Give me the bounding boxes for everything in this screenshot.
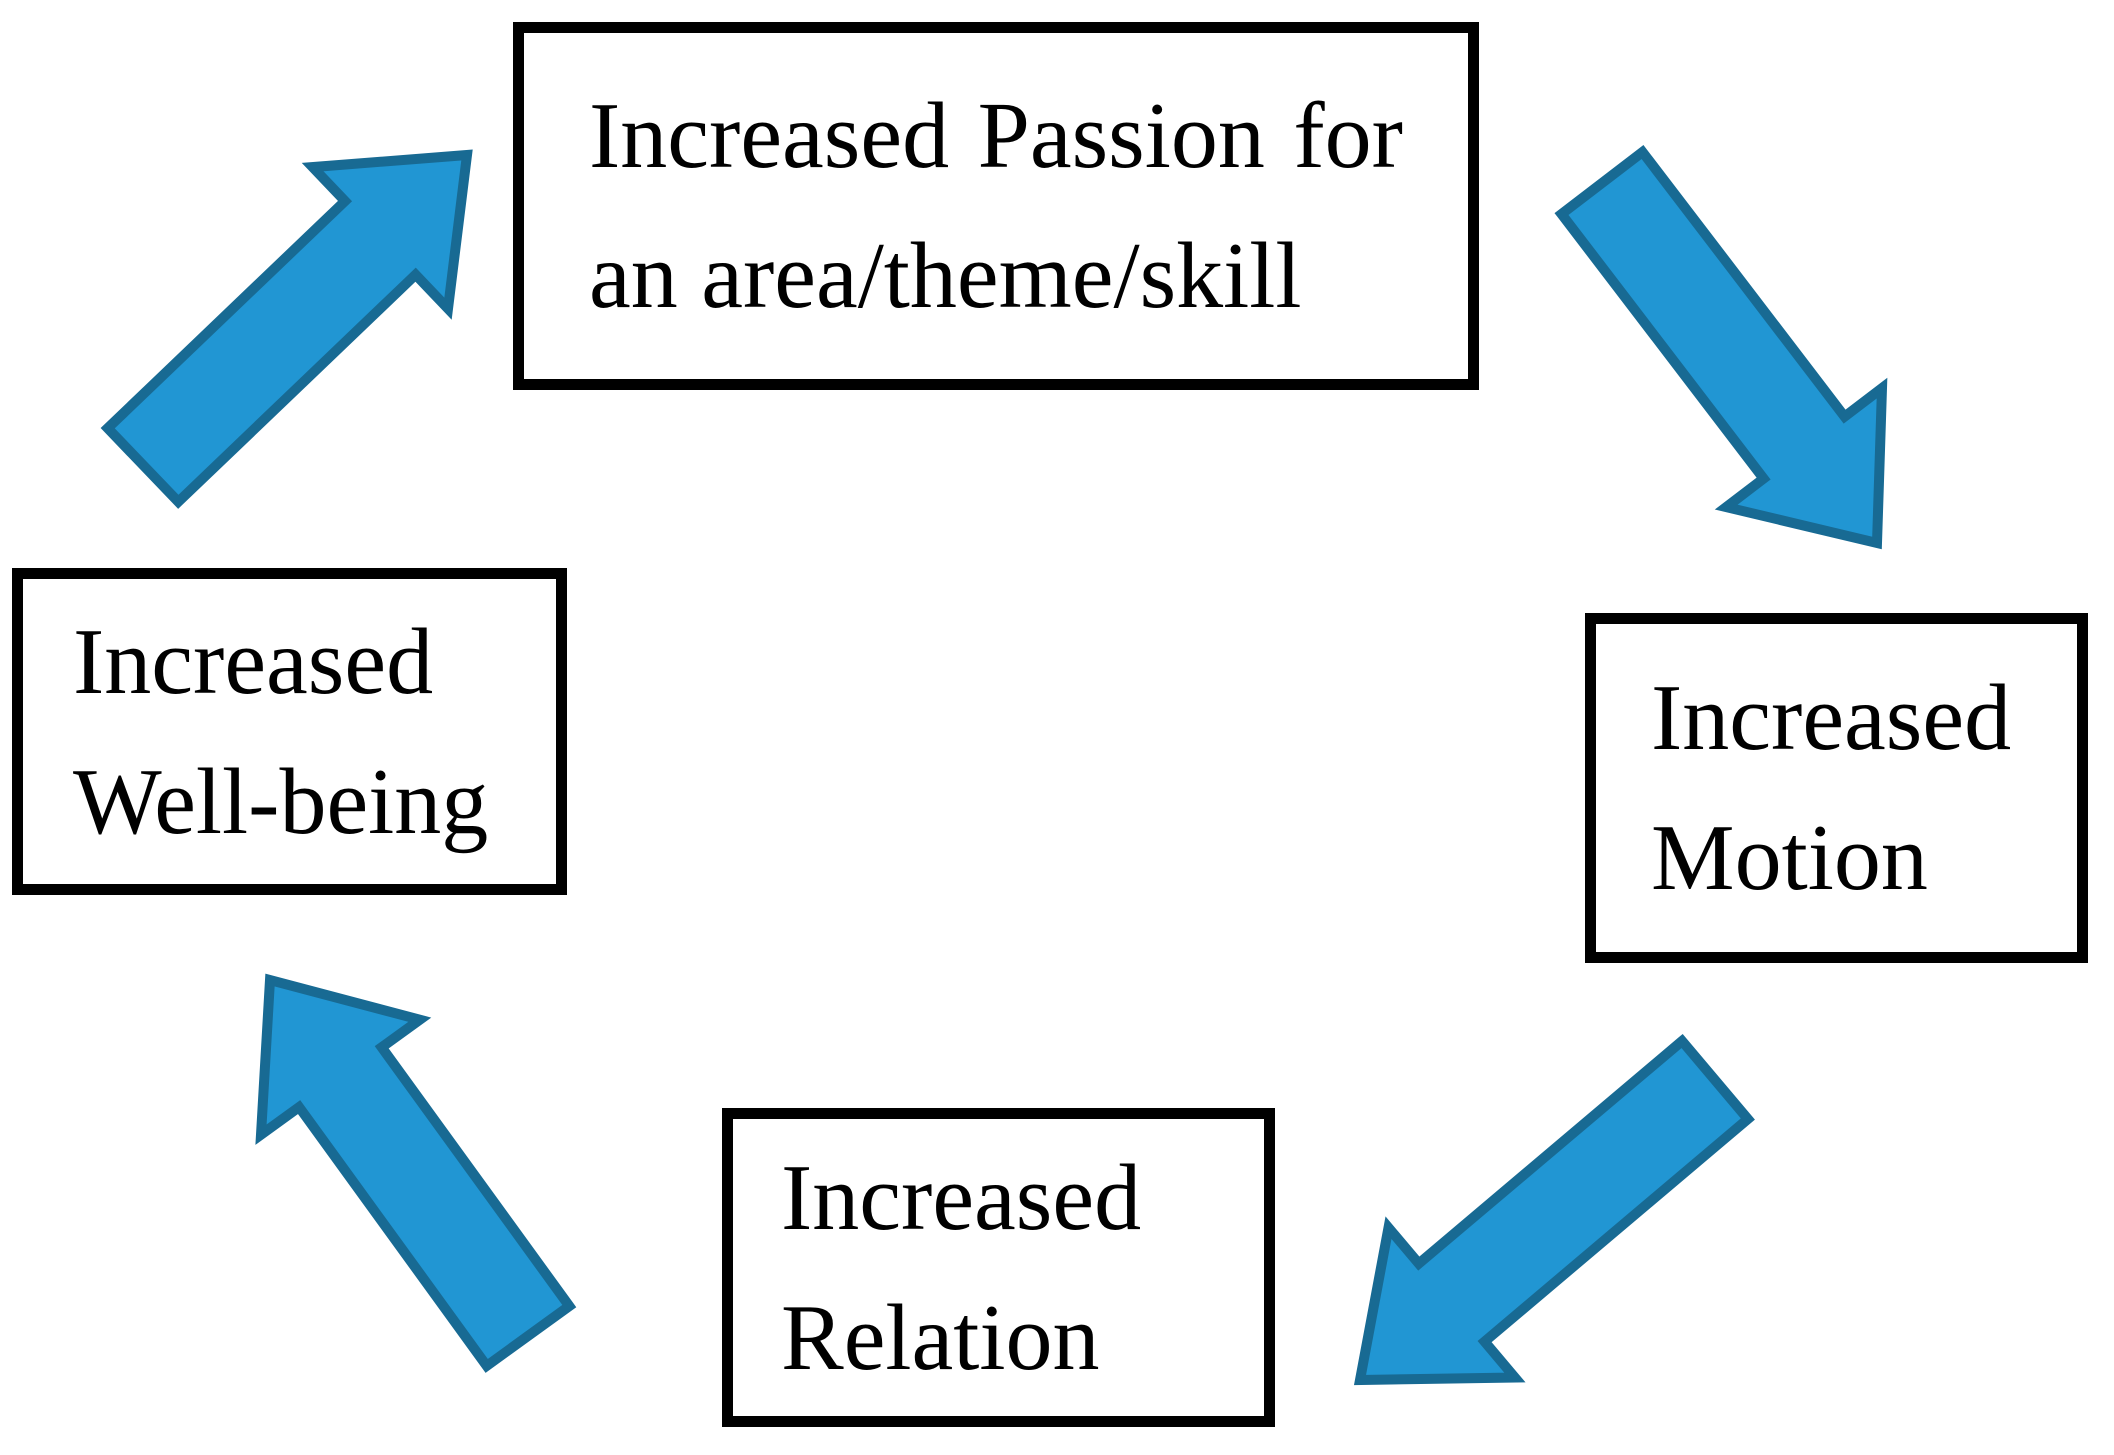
node-wellbeing-line-1: Increased xyxy=(73,609,434,714)
node-wellbeing-line-2: Well-being xyxy=(73,749,489,854)
node-motion: Increased Motion xyxy=(1585,613,2088,963)
node-wellbeing: Increased Well-being xyxy=(12,568,567,895)
arrow-passion-to-motion-icon xyxy=(1554,144,1888,550)
node-passion-line-2: an area/theme/skill xyxy=(589,224,1302,328)
node-passion: Increased Passion for an area/theme/skil… xyxy=(513,22,1479,390)
node-passion-line-1: Increased Passion for xyxy=(589,84,1403,188)
node-motion-line-1: Increased xyxy=(1651,666,2012,770)
arrow-relation-to-wellbeing-icon xyxy=(255,973,577,1373)
node-relation: Increased Relation xyxy=(722,1108,1275,1427)
arrow-motion-to-relation-icon xyxy=(1353,1033,1755,1386)
node-motion-line-2: Motion xyxy=(1651,806,1928,910)
arrow-wellbeing-to-passion-icon xyxy=(100,149,473,509)
node-relation-line-1: Increased xyxy=(781,1145,1142,1250)
node-relation-line-2: Relation xyxy=(781,1285,1100,1390)
